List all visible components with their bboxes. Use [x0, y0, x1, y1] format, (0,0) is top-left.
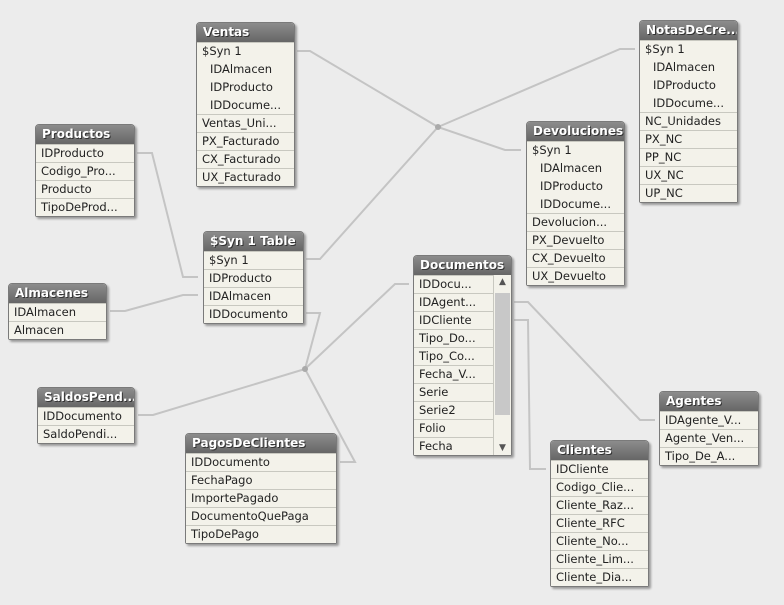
field-row[interactable]: IDAlmacen	[197, 60, 294, 78]
field-row[interactable]: FechaPago	[186, 471, 336, 489]
field-row[interactable]: Folio	[414, 419, 494, 437]
field-row[interactable]: Tipo_De_A...	[660, 447, 758, 465]
table-title[interactable]: NotasDeCre...	[640, 21, 737, 40]
field-row[interactable]: IDDocume...	[527, 195, 624, 213]
field-row[interactable]: $Syn 1	[204, 251, 303, 269]
field-row[interactable]: Agente_Ven...	[660, 429, 758, 447]
field-row[interactable]: ImportePagado	[186, 489, 336, 507]
field-row[interactable]: IDCliente	[414, 311, 494, 329]
field-row[interactable]: IDCliente	[551, 460, 648, 478]
table-title[interactable]: Almacenes	[9, 284, 106, 303]
field-row[interactable]: $Syn 1	[527, 141, 624, 159]
field-row[interactable]: $Syn 1	[197, 42, 294, 60]
field-row[interactable]: NC_Unidades	[640, 112, 737, 130]
field-row[interactable]: CX_Facturado	[197, 150, 294, 168]
field-row[interactable]: Cliente_Raz...	[551, 496, 648, 514]
table-title[interactable]: PagosDeClientes	[186, 434, 336, 453]
field-row[interactable]: IDAgent...	[414, 293, 494, 311]
field-row[interactable]: IDDocume...	[640, 94, 737, 112]
table-title[interactable]: Productos	[36, 125, 134, 144]
field-row[interactable]: IDAlmacen	[527, 159, 624, 177]
scroll-thumb[interactable]	[495, 293, 510, 415]
field-row[interactable]: IDProducto	[640, 76, 737, 94]
field-row[interactable]: IDDocumento	[186, 453, 336, 471]
field-row[interactable]: Cliente_RFC	[551, 514, 648, 532]
field-row[interactable]: UP_NC	[640, 184, 737, 202]
field-row[interactable]: IDAlmacen	[204, 287, 303, 305]
field-row[interactable]: IDDocume...	[197, 96, 294, 114]
field-row[interactable]: $Syn 1	[640, 40, 737, 58]
field-row[interactable]: Codigo_Clie...	[551, 478, 648, 496]
field-row[interactable]: PX_Devuelto	[527, 231, 624, 249]
table-title[interactable]: Clientes	[551, 441, 648, 460]
table-title[interactable]: Ventas	[197, 23, 294, 42]
field-row[interactable]: CX_Devuelto	[527, 249, 624, 267]
field-row[interactable]: Almacen	[9, 321, 106, 339]
field-row[interactable]: PX_Facturado	[197, 132, 294, 150]
field-row[interactable]: TipoDeProd...	[36, 198, 134, 216]
scroll-up-icon[interactable]: ▲	[499, 277, 506, 287]
field-row[interactable]: Tipo_Do...	[414, 329, 494, 347]
field-row[interactable]: Ventas_Uni...	[197, 114, 294, 132]
field-row[interactable]: Devolucion...	[527, 213, 624, 231]
field-row[interactable]: Cliente_No...	[551, 532, 648, 550]
field-row[interactable]: UX_Facturado	[197, 168, 294, 186]
field-row[interactable]: UX_Devuelto	[527, 267, 624, 285]
field-row[interactable]: Producto	[36, 180, 134, 198]
field-row[interactable]: IDDocumento	[38, 407, 134, 425]
table-title[interactable]: Devoluciones	[527, 122, 624, 141]
field-row[interactable]: UX_NC	[640, 166, 737, 184]
field-row[interactable]: IDProducto	[36, 144, 134, 162]
field-row[interactable]: IDProducto	[197, 78, 294, 96]
field-row[interactable]: Codigo_Pro...	[36, 162, 134, 180]
field-row[interactable]: TipoDePago	[186, 525, 336, 543]
field-row[interactable]: IDDocumento	[204, 305, 303, 323]
field-row[interactable]: Cliente_Dia...	[551, 568, 648, 586]
table-title[interactable]: Agentes	[660, 392, 758, 411]
field-row[interactable]: Cliente_Lim...	[551, 550, 648, 568]
field-row[interactable]: SaldoPendi...	[38, 425, 134, 443]
table-title[interactable]: $Syn 1 Table	[204, 232, 303, 251]
field-row[interactable]: PP_NC	[640, 148, 737, 166]
field-row[interactable]: Tipo_Co...	[414, 347, 494, 365]
field-row[interactable]: IDProducto	[527, 177, 624, 195]
field-row[interactable]: IDAlmacen	[9, 303, 106, 321]
field-row[interactable]: Fecha	[414, 437, 494, 455]
field-row[interactable]: IDAlmacen	[640, 58, 737, 76]
table-title[interactable]: SaldosPend...	[38, 388, 134, 407]
scrollbar[interactable]: ▲▼	[493, 275, 511, 455]
scroll-down-icon[interactable]: ▼	[499, 443, 506, 453]
field-row[interactable]: Fecha_V...	[414, 365, 494, 383]
field-row[interactable]: Serie2	[414, 401, 494, 419]
field-row[interactable]: IDProducto	[204, 269, 303, 287]
field-row[interactable]: Serie	[414, 383, 494, 401]
table-title[interactable]: Documentos	[414, 256, 511, 275]
field-row[interactable]: PX_NC	[640, 130, 737, 148]
field-row[interactable]: DocumentoQuePaga	[186, 507, 336, 525]
field-row[interactable]: IDDocu...	[414, 275, 494, 293]
field-row[interactable]: IDAgente_V...	[660, 411, 758, 429]
